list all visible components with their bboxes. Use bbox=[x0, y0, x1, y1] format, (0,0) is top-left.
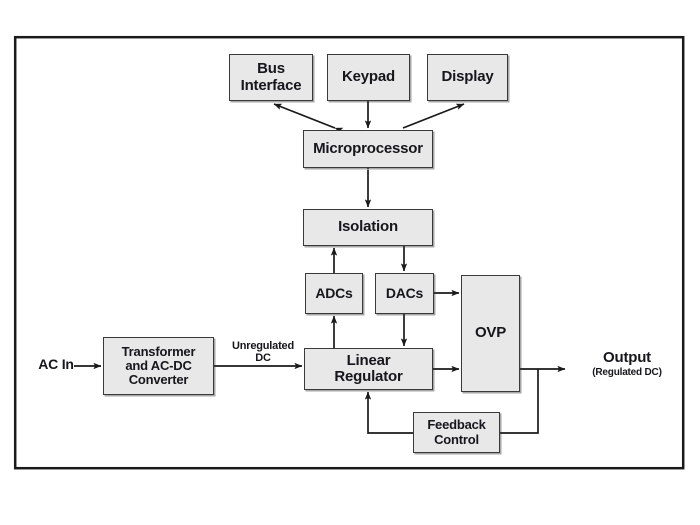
node-display[interactable]: Display bbox=[427, 54, 508, 101]
node-isolation-label: Isolation bbox=[338, 218, 398, 236]
label-ac-in-text: AC In bbox=[38, 356, 74, 372]
node-adcs-label: ADCs bbox=[315, 284, 353, 301]
label-unregulated-dc-text: Unregulated DC bbox=[232, 340, 294, 365]
node-bus-interface[interactable]: Bus Interface bbox=[229, 54, 313, 101]
node-ovp-label: OVP bbox=[474, 324, 507, 342]
node-isolation[interactable]: Isolation bbox=[303, 209, 433, 246]
wire-feedback-control-linear-regulator bbox=[364, 391, 413, 434]
label-unregulated-dc: Unregulated DC bbox=[219, 328, 307, 364]
node-feedback-control[interactable]: Feedback Control bbox=[413, 412, 500, 453]
wire-microprocessor-bus-interface bbox=[273, 103, 344, 134]
label-output: Output (Regulated DC) bbox=[571, 349, 683, 378]
node-dacs-label: DACs bbox=[385, 284, 424, 301]
node-keypad[interactable]: Keypad bbox=[327, 54, 410, 101]
label-ac-in: AC In bbox=[28, 356, 84, 372]
wire-microprocessor-display bbox=[402, 103, 465, 129]
node-transformer[interactable]: Transformer and AC-DC Converter bbox=[103, 337, 214, 395]
node-linear-regulator[interactable]: Linear Regulator bbox=[304, 348, 433, 390]
node-microprocessor[interactable]: Microprocessor bbox=[303, 130, 433, 168]
wire-output-tap-feedback-control bbox=[500, 369, 539, 434]
label-output-text: Output bbox=[603, 349, 651, 366]
node-linear-regulator-label: Linear Regulator bbox=[334, 351, 403, 385]
node-feedback-control-label: Feedback Control bbox=[427, 417, 486, 447]
node-display-label: Display bbox=[441, 68, 494, 86]
diagram-frame bbox=[13, 35, 685, 470]
label-output-subtext: (Regulated DC) bbox=[592, 366, 662, 378]
node-microprocessor-label: Microprocessor bbox=[313, 139, 423, 157]
node-ovp[interactable]: OVP bbox=[461, 275, 520, 392]
node-transformer-label: Transformer and AC-DC Converter bbox=[121, 343, 196, 388]
node-dacs[interactable]: DACs bbox=[375, 273, 434, 314]
node-keypad-label: Keypad bbox=[342, 68, 395, 86]
node-bus-interface-label: Bus Interface bbox=[240, 60, 302, 94]
node-adcs[interactable]: ADCs bbox=[305, 273, 363, 314]
